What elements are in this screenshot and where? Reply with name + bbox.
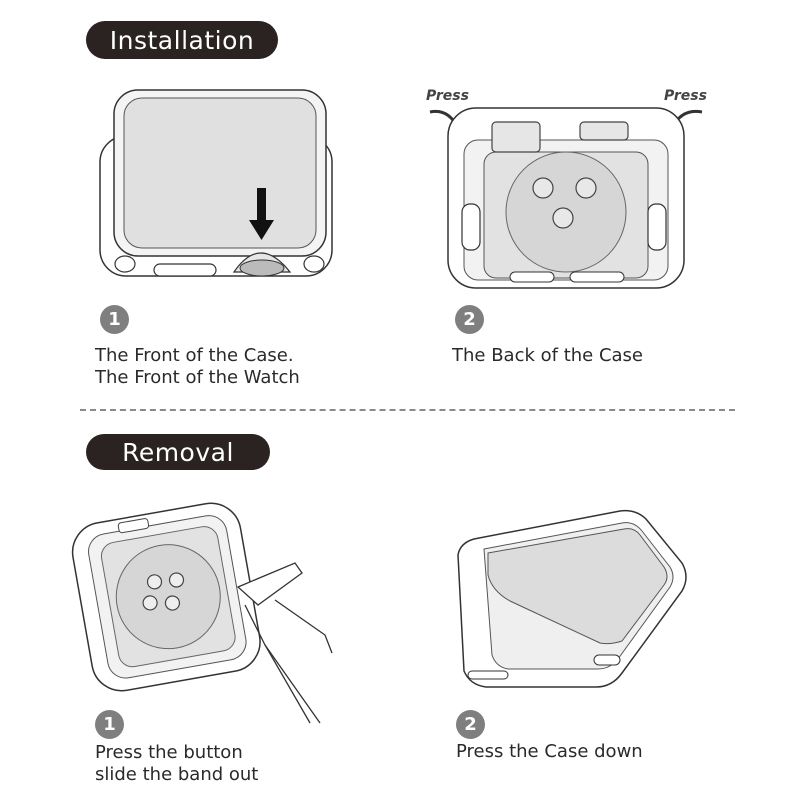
remove-band-illustration xyxy=(71,502,333,724)
step-caption: Press the button slide the band out xyxy=(95,742,258,786)
caption-line: slide the band out xyxy=(95,764,259,785)
press-label-left: Press xyxy=(426,88,469,104)
caption-line: The Front of the Watch xyxy=(95,367,300,388)
step-caption: Press the Case down xyxy=(456,741,643,763)
back-case-illustration xyxy=(429,107,703,289)
step-badge: 1 xyxy=(95,710,124,739)
caption-line: The Front of the Case. xyxy=(95,345,294,366)
step-caption: The Front of the Case. The Front of the … xyxy=(95,345,300,389)
press-label-right: Press xyxy=(664,88,707,104)
front-case-illustration xyxy=(99,89,333,277)
step-badge: 2 xyxy=(456,710,485,739)
step-badge: 1 xyxy=(100,305,129,334)
installation-title: Installation xyxy=(86,21,278,59)
section-divider xyxy=(80,409,735,411)
step-caption: The Back of the Case xyxy=(452,345,643,367)
caption-line: Press the button xyxy=(95,742,243,763)
removal-title: Removal xyxy=(86,434,270,470)
step-badge: 2 xyxy=(455,305,484,334)
caption-line: The Back of the Case xyxy=(452,345,644,366)
press-case-illustration xyxy=(457,509,687,688)
caption-line: Press the Case down xyxy=(456,741,643,762)
